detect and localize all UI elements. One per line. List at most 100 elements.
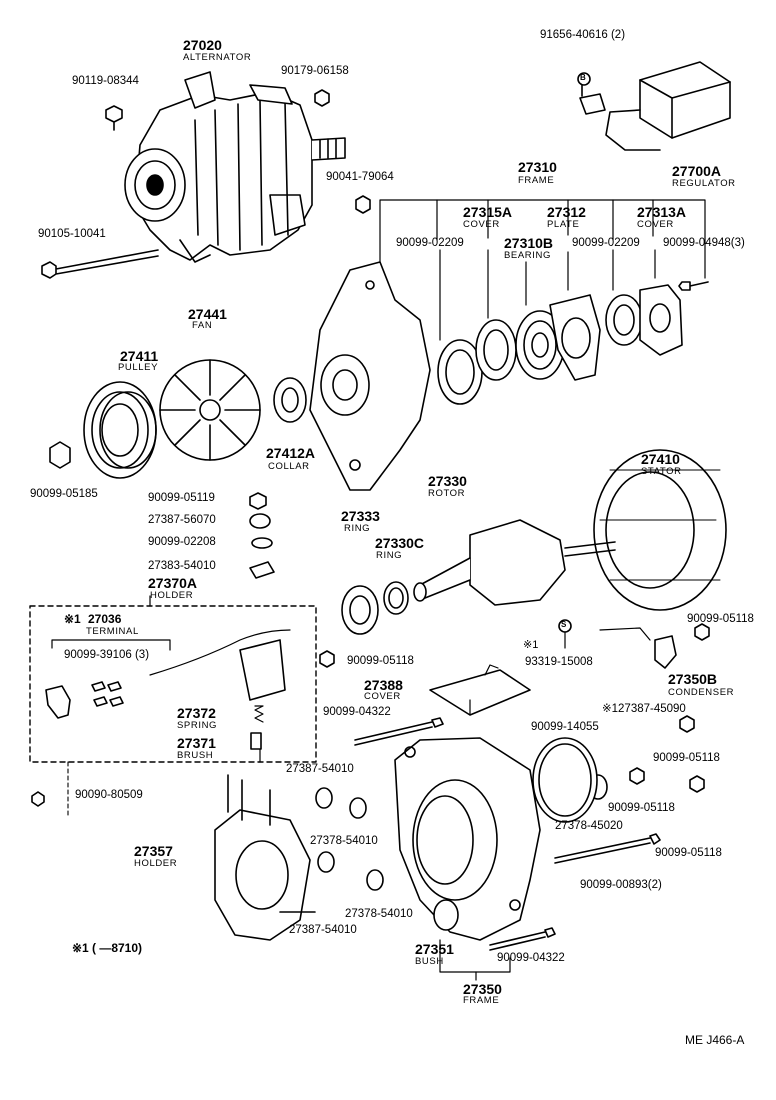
- terminal-name: TERMINAL: [86, 626, 139, 637]
- seal-left-label: 90099-02209: [396, 237, 464, 249]
- cover-plate: [639, 284, 683, 356]
- cover-27313a-number: 27313A: [637, 204, 687, 220]
- cover-27388-number: 27388: [364, 677, 403, 693]
- nut-90179-label: 90179-06158: [281, 65, 349, 77]
- brush-part-number: 27371: [177, 735, 216, 751]
- plate-27312-number: 27312: [547, 204, 586, 220]
- cover-27388-drawing: [429, 669, 531, 716]
- ring-27330c: [383, 581, 409, 615]
- footnote-mark: ※1: [72, 941, 89, 955]
- bolt-icon: [105, 105, 123, 131]
- plate-drawing: [549, 294, 601, 381]
- bolt-04322-top-label: 90099-04322: [323, 706, 391, 718]
- spring-part-number: 27372: [177, 705, 216, 721]
- stack-label-1: 90099-05119: [148, 492, 215, 504]
- bolt-90119-label: 90119-08344: [72, 75, 139, 87]
- nut-icon: [314, 89, 330, 107]
- brush-holder-icon: [239, 639, 286, 701]
- seal-14055-label: 90099-14055: [531, 721, 599, 733]
- nut-icon: [355, 195, 371, 214]
- nut-terminal-label: 90099-05118: [347, 655, 414, 667]
- pulley-part-number: 27411: [120, 348, 159, 364]
- alternator-part-number: 27020: [183, 37, 222, 53]
- seal-14055: [532, 737, 598, 823]
- fan-drawing: [159, 359, 261, 461]
- stator-name: STATOR: [641, 466, 682, 477]
- nut-icon: [694, 623, 710, 641]
- bearing-27310b-name: BEARING: [504, 250, 551, 261]
- insulator-icon: [315, 787, 333, 809]
- plate-27312-name: PLATE: [547, 219, 580, 230]
- long-bolt-icon: [554, 833, 661, 864]
- holder-27357-number: 27357: [134, 843, 173, 859]
- spring-name: SPRING: [177, 720, 218, 731]
- brush-icon: [250, 732, 262, 750]
- cover-27315a-number: 27315A: [463, 204, 513, 220]
- screw-80509-label: 90090-80509: [75, 789, 143, 801]
- holder-27370a-name: HOLDER: [150, 590, 194, 601]
- insul-54010-a-label: 27387-54010: [286, 763, 354, 775]
- front-frame-part-number: 27310: [518, 159, 557, 175]
- seal-right-label: 90099-02209: [572, 237, 640, 249]
- insul-45020-label: 27378-45020: [555, 820, 623, 832]
- terminal-set-label: 90099-39106 (3): [64, 649, 150, 661]
- rotor-name: ROTOR: [428, 488, 466, 499]
- ring-27333-number: 27333: [341, 508, 380, 524]
- cover-27388-name: COVER: [364, 691, 401, 702]
- regulator-part-number: 27700A: [672, 163, 722, 179]
- footnote-text: ( —8710): [92, 941, 143, 955]
- regulator-name: REGULATOR: [672, 178, 736, 189]
- ring-27330c-number: 27330C: [375, 535, 425, 551]
- front-frame-drawing: [309, 261, 431, 491]
- bolt-90105-label: 90105-10041: [38, 228, 106, 240]
- alternator-assembly: [124, 71, 346, 263]
- stator-drawing: [593, 449, 727, 611]
- screw-icon: [678, 281, 709, 291]
- screw-15008-label: 93319-15008: [525, 656, 593, 668]
- screw-15008-mark: ※1: [523, 639, 539, 651]
- rotor-part-number: 27330: [428, 473, 467, 489]
- insulator-icon: [366, 869, 384, 891]
- diagram-reference: ME J466-A: [685, 1033, 745, 1047]
- insul-54010-c-label: 27378-54010: [345, 908, 413, 920]
- collar-drawing: [273, 377, 307, 423]
- washer-icon: [251, 537, 273, 549]
- bearing-27310b-number: 27310B: [504, 235, 554, 251]
- collar-name: COLLAR: [268, 461, 310, 472]
- collar-part-number: 27412A: [266, 445, 316, 461]
- terminal-mark: ※1: [64, 612, 81, 626]
- bush-icon: [433, 899, 459, 931]
- bolt-icon: [354, 717, 444, 746]
- regulator-drawing: [579, 61, 731, 151]
- screw-icon: [31, 791, 45, 807]
- seal-ring: [605, 294, 643, 346]
- bush-name: BUSH: [415, 956, 444, 967]
- nut-icon: [689, 775, 705, 793]
- stack-label-2: 27387-56070: [148, 514, 216, 526]
- fan-part-number: 27441: [188, 306, 227, 322]
- nut-05185-label: 90099-05185: [30, 488, 98, 500]
- nut-icon: [319, 650, 335, 668]
- cover-27315a-name: COVER: [463, 219, 500, 230]
- nut-icon: [249, 492, 267, 510]
- rear-frame-name: FRAME: [463, 995, 500, 1006]
- bush-part-number: 27351: [415, 941, 454, 957]
- nut-right-low-label: 90099-05118: [655, 847, 722, 859]
- insulator-icon: [317, 851, 335, 873]
- condenser-body: [654, 635, 677, 669]
- holder-27357-name: HOLDER: [134, 858, 178, 869]
- plate-icon: [249, 561, 275, 579]
- nut-mid-label: 90099-05118: [608, 802, 675, 814]
- nut-right-mid-label: 90099-05118: [653, 752, 720, 764]
- spring-icon: [254, 705, 264, 723]
- rectifier-holder-drawing: [214, 774, 316, 941]
- holder-kit-box: [29, 605, 317, 763]
- nut-icon: [629, 767, 645, 785]
- nut-90041-label: 90041-79064: [326, 171, 394, 183]
- rear-frame-drawing: [394, 737, 541, 941]
- regulator-bolt-label: 91656-40616 (2): [540, 29, 626, 41]
- condenser-part-number: 27350B: [668, 671, 718, 687]
- nut-right-top-label: 90099-05118: [687, 613, 754, 625]
